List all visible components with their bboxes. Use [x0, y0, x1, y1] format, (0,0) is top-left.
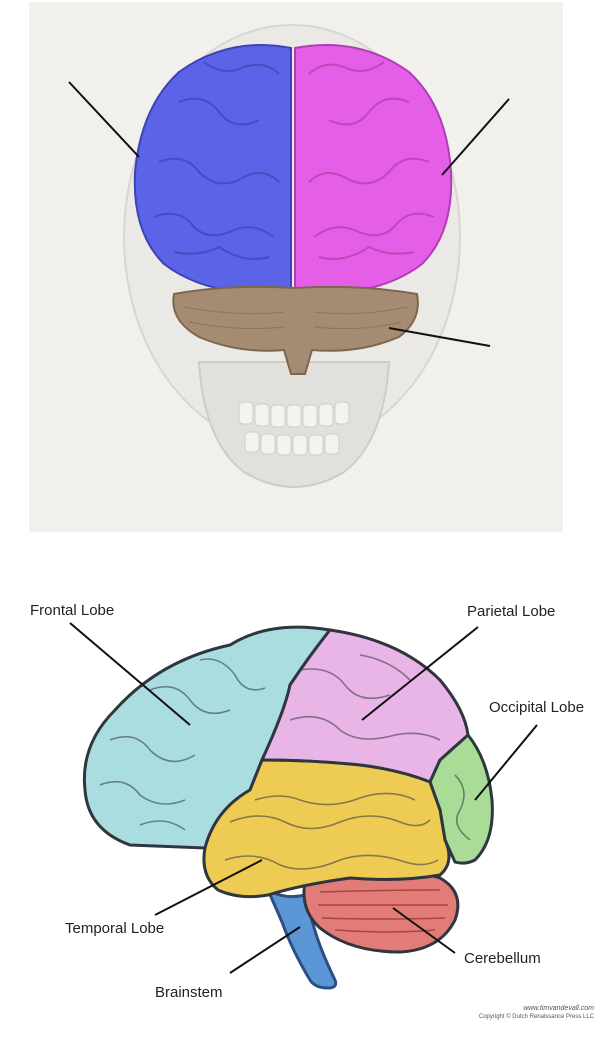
credit-url: www.timvandevall.com	[523, 1005, 594, 1012]
cerebellum-label: Cerebellum	[464, 950, 541, 967]
cerebellum-front	[172, 285, 419, 375]
leader-line-frontal	[69, 622, 191, 726]
left-gyri	[153, 61, 280, 260]
front-view-illustration	[29, 2, 563, 532]
lateral-view-svg	[69, 622, 538, 990]
right-gyri	[308, 61, 435, 260]
temporal-lobe-label: Temporal Lobe	[65, 920, 165, 937]
leader-line-brainstem	[229, 926, 301, 974]
lateral-view-illustration	[0, 560, 600, 1049]
parietal-lobe-label: Parietal Lobe	[467, 603, 556, 620]
leader-line-left-hemisphere	[68, 81, 140, 158]
brainstem-label: Brainstem	[155, 984, 223, 1001]
leader-line-right-hemisphere	[441, 98, 510, 176]
right-hemisphere	[294, 44, 453, 293]
cerebellum-folia	[183, 306, 408, 330]
gyri-lines	[99, 654, 471, 870]
leader-line-parietal	[361, 626, 479, 721]
occipital-lobe-label: Occipital Lobe	[489, 699, 585, 716]
leader-line-cerebellum	[388, 327, 491, 347]
leader-line-cerebellum	[392, 907, 456, 954]
leader-line-temporal	[154, 859, 263, 916]
teeth	[238, 401, 350, 456]
front-view-svg	[68, 24, 510, 488]
occipital-lobe	[428, 732, 494, 865]
credit-copyright: Copyright © Dutch Renaissance Press LLC	[478, 1014, 594, 1020]
frontal-lobe-label: Frontal Lobe	[30, 602, 115, 619]
left-hemisphere	[133, 44, 292, 293]
leader-line-occipital	[474, 724, 538, 801]
